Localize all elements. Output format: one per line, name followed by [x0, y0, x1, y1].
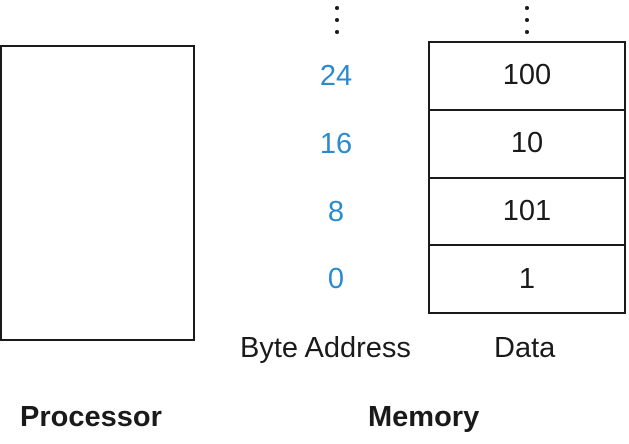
memory-cell-16: 10	[430, 111, 624, 179]
address-16: 16	[319, 128, 353, 160]
memory-cell-8: 101	[430, 179, 624, 247]
data-label: Data	[494, 332, 556, 364]
processor-title: Processor	[20, 401, 162, 433]
memory-cell-0: 1	[518, 262, 536, 295]
address-ellipsis	[332, 6, 342, 40]
address-8: 8	[327, 196, 345, 228]
address-24: 24	[319, 60, 353, 92]
byte-address-label: Byte Address	[240, 332, 411, 364]
data-ellipsis	[522, 6, 532, 40]
memory-cell-24: 100	[430, 43, 624, 111]
memory-column: 100 10 101 1	[428, 41, 626, 314]
address-0: 0	[327, 263, 345, 295]
memory-title: Memory	[368, 401, 480, 433]
processor-box	[0, 45, 195, 341]
